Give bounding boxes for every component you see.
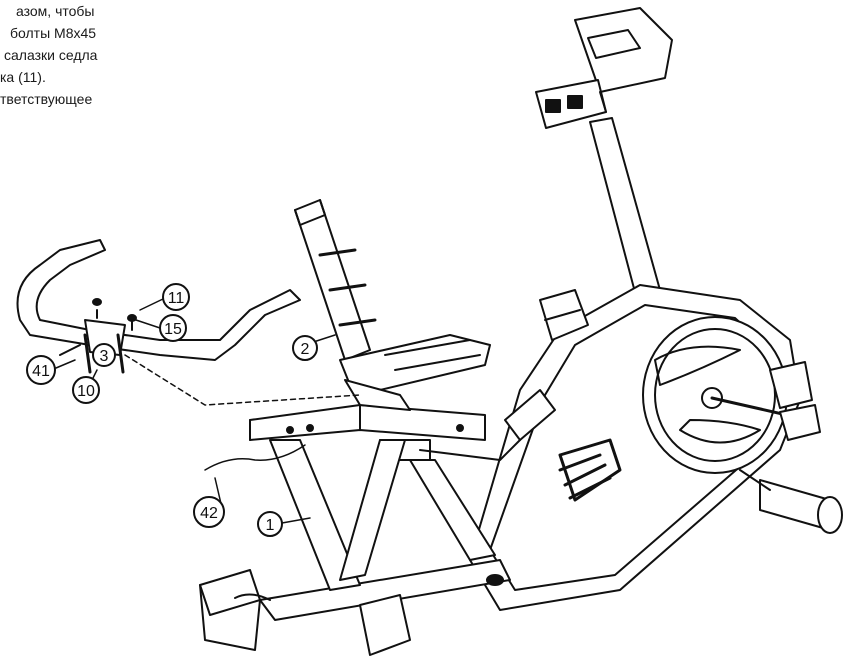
seat-backrest	[294, 199, 491, 411]
alignment-guide-line	[124, 354, 361, 406]
callout-label: 2	[301, 341, 310, 358]
instruction-line: болты M8x45	[10, 25, 97, 41]
base-frame	[199, 559, 511, 656]
callout-label: 3	[100, 348, 109, 365]
callout-3: 3	[92, 343, 116, 367]
seat-rail	[249, 404, 521, 461]
console-stem	[589, 117, 661, 297]
callout-10: 10	[72, 376, 100, 404]
callout-label: 10	[77, 383, 95, 400]
callout-label: 42	[200, 505, 218, 522]
callout-11: 11	[162, 283, 190, 311]
callout-2: 2	[292, 335, 318, 361]
hardware-parts	[59, 298, 137, 374]
instruction-line: салазки седла	[4, 47, 98, 63]
callout-1: 1	[257, 511, 283, 537]
main-frame	[269, 439, 496, 591]
callout-label: 11	[168, 290, 185, 307]
handlebar	[16, 239, 301, 361]
console	[535, 7, 673, 129]
assembly-instructions: азом, чтобы болты M8x45 салазки седла ка…	[0, 0, 210, 110]
pedal-crank	[539, 289, 821, 441]
callout-15: 15	[159, 314, 187, 342]
instruction-line: тветствующее	[0, 91, 93, 107]
callout-41: 41	[26, 355, 56, 385]
callout-42: 42	[193, 496, 225, 528]
callout-label: 41	[32, 363, 50, 380]
callout-label: 1	[266, 517, 275, 534]
callout-label: 15	[164, 321, 182, 338]
instruction-line: ка (11).	[0, 69, 46, 85]
instruction-line: азом, чтобы	[16, 3, 95, 19]
sensor-cable	[204, 444, 306, 471]
rear-stabilizer	[739, 469, 843, 534]
flywheel	[642, 316, 788, 474]
